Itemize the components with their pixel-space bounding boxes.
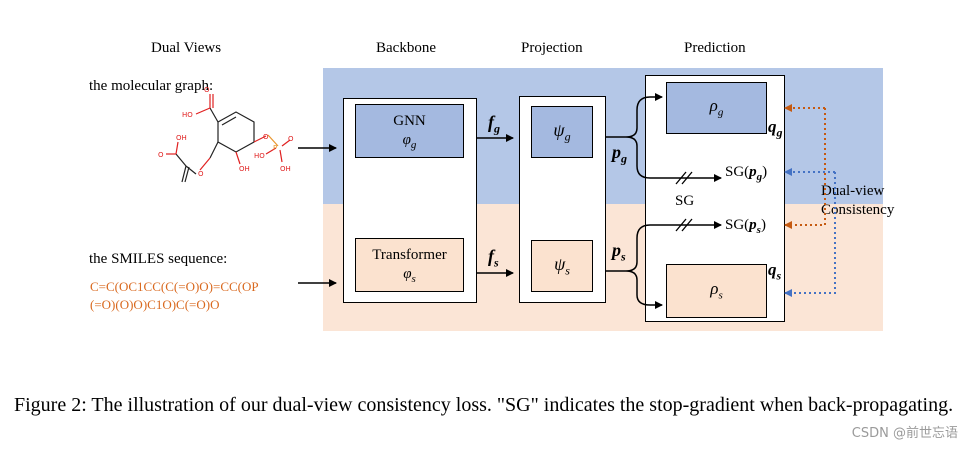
svg-text:O: O	[204, 86, 210, 94]
transformer-symbol: φs	[403, 266, 416, 285]
header-prediction: Prediction	[684, 40, 746, 56]
sg-ps-label: SG(ps)	[725, 217, 766, 236]
smiles-string: C=C(OC1CC(C(=O)O)=CC(OP (=O)(O)O)C1O)C(=…	[90, 279, 259, 312]
fg-label: fg	[488, 112, 500, 136]
dual-view-consistency-label: Dual-view Consistency	[821, 183, 895, 218]
graph-label: the molecular graph:	[89, 78, 214, 94]
transformer-block: Transformer φs	[355, 238, 464, 292]
svg-text:O: O	[263, 133, 269, 141]
ps-label: ps	[612, 240, 626, 264]
fs-label: fs	[488, 246, 499, 270]
svg-text:OH: OH	[176, 134, 187, 142]
consistency-orange-path	[784, 108, 826, 229]
watermark: CSDN @前世忘语	[851, 426, 958, 441]
header-projection: Projection	[521, 40, 583, 56]
upper-brace	[625, 96, 651, 179]
svg-text:O: O	[198, 170, 204, 178]
molecule-structure	[166, 94, 291, 183]
figure-caption: Figure 2: The illustration of our dual-v…	[14, 394, 954, 416]
psi-s-block: ψs	[531, 240, 593, 292]
pg-label: pg	[612, 142, 627, 166]
sg-label: SG	[675, 193, 695, 209]
rho-g-block: ρg	[666, 82, 767, 134]
svg-text:OH: OH	[280, 165, 291, 173]
svg-text:HO: HO	[254, 152, 265, 160]
svg-text:HO: HO	[182, 111, 193, 119]
consistency-blue-path	[784, 172, 836, 297]
qg-label: qg	[768, 117, 783, 140]
qs-label: qs	[768, 260, 782, 283]
svg-text:OH: OH	[239, 165, 250, 173]
smiles-label: the SMILES sequence:	[89, 251, 228, 267]
lower-brace	[625, 224, 651, 306]
rho-s-block: ρs	[666, 264, 767, 318]
header-dual-views: Dual Views	[151, 40, 222, 56]
svg-text:O: O	[288, 135, 294, 143]
svg-text:P: P	[273, 144, 277, 152]
gnn-symbol: φg	[402, 132, 417, 151]
svg-text:O: O	[158, 151, 164, 159]
sg-pg-label: SG(pg)	[725, 164, 768, 183]
psi-g-block: ψg	[531, 106, 593, 158]
gnn-block: GNN φg	[355, 104, 464, 158]
header-backbone: Backbone	[376, 40, 436, 56]
transformer-name: Transformer	[372, 247, 447, 263]
gnn-name: GNN	[393, 113, 426, 129]
